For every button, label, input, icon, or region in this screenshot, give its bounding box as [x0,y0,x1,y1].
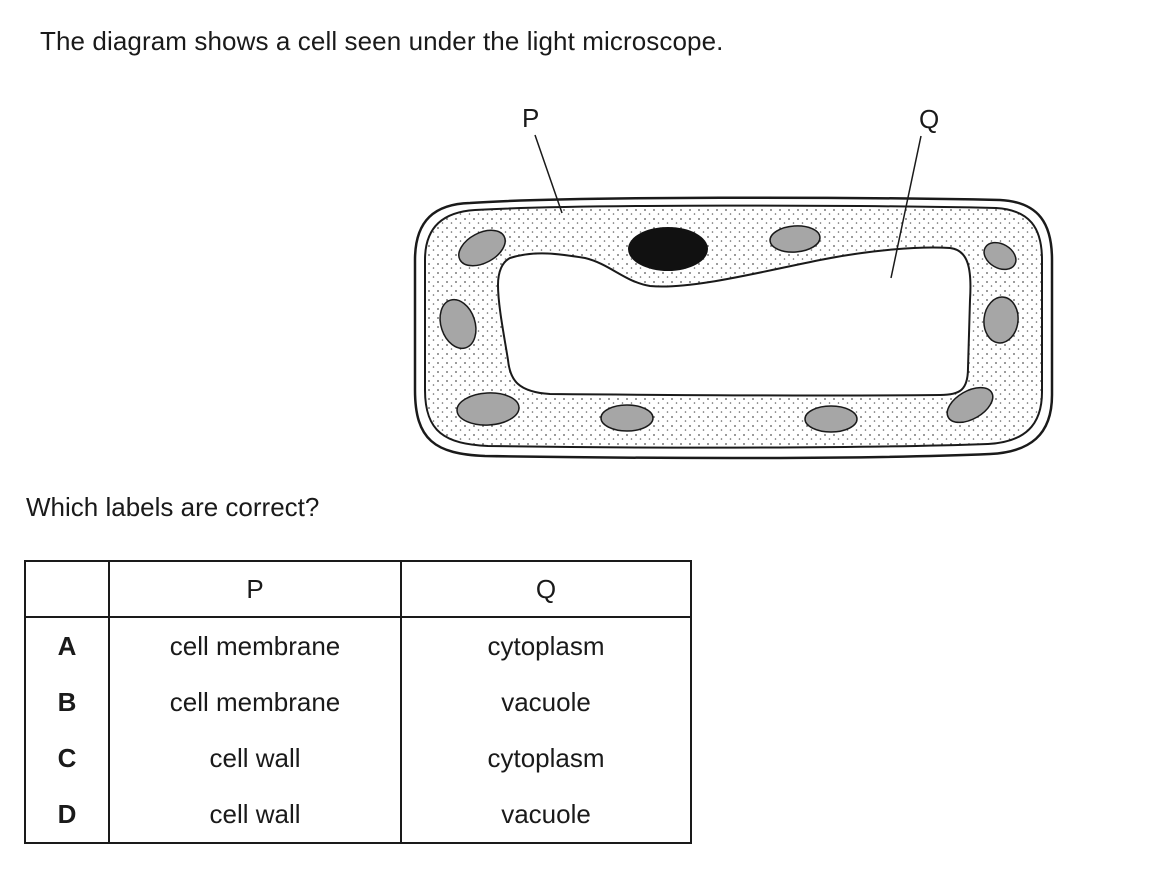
row-q: cytoplasm [401,617,692,674]
chloroplast [439,298,477,350]
table-row: A cell membrane cytoplasm [24,617,692,674]
prompt-text: Which labels are correct? [26,492,320,522]
label-q: Q [919,104,939,134]
header-key [24,560,110,618]
row-key: C [24,730,110,786]
header-p: P [109,560,402,618]
row-key: D [24,786,110,844]
chloroplast [769,225,821,253]
answer-table: P Q A cell membrane cytoplasm B cell mem… [24,560,692,844]
vacuole [496,246,972,397]
row-p: cell wall [109,786,402,844]
row-p: cell membrane [109,674,402,730]
nucleus [628,227,708,271]
table-row: C cell wall cytoplasm [24,730,692,786]
row-key: A [24,617,110,674]
row-p: cell membrane [109,617,402,674]
row-p: cell wall [109,730,402,786]
header-q: Q [401,560,692,618]
cell-diagram-svg: P Q [413,103,1054,460]
chloroplast [946,386,994,424]
label-p: P [522,103,539,133]
label-q-pointer [890,135,922,279]
label-p-pointer [534,134,563,214]
chloroplast [456,392,520,426]
chloroplast [600,404,654,432]
row-q: vacuole [401,674,692,730]
table-row: D cell wall vacuole [24,786,692,844]
table-row: B cell membrane vacuole [24,674,692,730]
chloroplast [983,296,1019,344]
chloroplast [983,241,1017,271]
chloroplast [458,229,506,267]
row-q: vacuole [401,786,692,844]
chloroplast [804,405,858,433]
row-q: cytoplasm [401,730,692,786]
question-text: The diagram shows a cell seen under the … [40,26,724,56]
table-header-row: P Q [24,560,692,618]
cell-diagram: P Q [400,100,1060,470]
row-key: B [24,674,110,730]
